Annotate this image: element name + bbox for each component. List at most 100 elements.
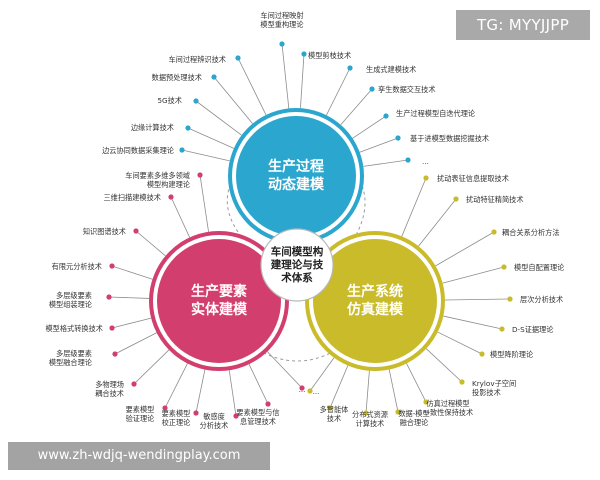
technology-label-line: 仿真过程模型	[426, 399, 469, 408]
technology-label: 层次分析技术	[520, 295, 563, 304]
spoke-line	[108, 296, 150, 299]
technology-label: 基于进模型数据挖掘技术	[410, 134, 489, 143]
spoke-line	[135, 230, 166, 257]
technology-label: 孪生数据交互技术	[378, 85, 436, 94]
hub-title: 生产系统仿真建模	[347, 283, 404, 318]
spoke-dot	[491, 229, 497, 235]
technology-label: 有限元分析技术	[52, 262, 102, 271]
spoke-dot	[459, 379, 465, 385]
technology-label: 仿真过程模型一致性保持技术	[423, 399, 473, 417]
technology-label-line: 多层级要素	[56, 291, 92, 300]
technology-label: 生成式建模技术	[366, 65, 416, 74]
spoke-line	[237, 57, 267, 116]
spoke-line	[248, 364, 269, 405]
technology-label: 数据-模型融合理论	[398, 409, 429, 427]
spoke-dot	[193, 98, 199, 104]
technology-label: 知识图谱技术	[83, 227, 126, 236]
technology-label-line: 数据预处理技术	[152, 73, 202, 82]
technology-label: 生产过程模型自迭代理论	[396, 109, 476, 118]
technology-label: D-S证据理论	[512, 325, 554, 334]
technology-label: 模型自配置理论	[514, 263, 565, 272]
technology-label-line: 基于进模型数据挖掘技术	[410, 134, 489, 143]
spoke-dot	[197, 172, 203, 178]
technology-label: 分布式资源计算技术	[352, 410, 388, 428]
technology-label-line: 计算技术	[356, 419, 385, 428]
hub-title: 生产过程动态建模	[268, 158, 325, 193]
technology-label: 车间要素多维多领域模型构建理论	[125, 171, 191, 189]
technology-label: 车间过程映射模型重构理论	[260, 11, 304, 29]
technology-label: ...	[422, 157, 429, 166]
technology-label-line: 模型组装理论	[49, 300, 93, 309]
spoke-line	[406, 363, 427, 403]
technology-label-line: 孪生数据交互技术	[378, 85, 436, 94]
spoke-dot	[168, 194, 174, 200]
spoke-dot	[453, 196, 459, 202]
technology-label-line: 车间过程映射	[260, 11, 303, 20]
spoke-dot	[235, 55, 241, 61]
technology-label-line: 要素模型	[126, 405, 155, 414]
technology-label-line: 耦合技术	[95, 389, 124, 398]
technology-label-line: 有限元分析技术	[52, 262, 102, 271]
spoke-line	[195, 369, 206, 414]
technology-label-line: Krylov子空间	[472, 379, 516, 388]
center-title-line: 术体系	[280, 271, 313, 284]
technology-label-line: 分析技术	[200, 421, 229, 430]
technology-label: 三维扫描建模技术	[103, 193, 161, 202]
technology-label-line: 验证理论	[126, 414, 156, 423]
technology-label-line: ...	[422, 157, 429, 166]
technology-label-line: 生产过程模型自迭代理论	[396, 109, 476, 118]
technology-label-line: 息管理技术	[240, 417, 276, 426]
spoke-line	[437, 331, 483, 355]
technology-label-line: 生成式建模技术	[366, 65, 416, 74]
spoke-line	[164, 363, 188, 409]
technology-label-line: 敏感度	[203, 412, 225, 421]
spoke-line	[444, 298, 511, 301]
technology-label-line: 分布式资源	[352, 410, 388, 419]
center-title: 车间模型构建理论与技术体系	[270, 245, 324, 284]
spoke-line	[352, 115, 387, 139]
watermark-tag: TG: MYYJJPP	[456, 10, 590, 40]
spoke-dot	[109, 263, 115, 269]
spoke-line	[170, 196, 191, 238]
center-title-line: 车间模型构	[271, 245, 324, 258]
technology-label-line: 模型自配置理论	[514, 263, 565, 272]
spoke-dot	[347, 65, 353, 71]
spoke-line	[133, 349, 170, 385]
technology-label-line: 一致性保持技术	[423, 408, 473, 417]
spoke-line	[309, 357, 335, 392]
technology-label-line: 模型融合理论	[49, 358, 93, 367]
label-layer: 车间过程映射模型重构理论模型剪枝技术生成式建模技术孪生数据交互技术生产过程模型自…	[45, 11, 565, 430]
watermark-url: www.zh-wdjq-wendingplay.com	[8, 442, 270, 470]
technology-label: ...	[299, 385, 306, 394]
technology-label-line: 边云协同数据采集理论	[102, 146, 175, 155]
spoke-dot	[501, 264, 507, 270]
connector-layer	[106, 41, 513, 419]
spoke-line	[187, 127, 235, 149]
technology-label-line: 车间过程辨识技术	[168, 55, 226, 64]
spoke-line	[418, 198, 457, 247]
spoke-dot	[395, 135, 401, 141]
technology-label: 多物理场耦合技术	[95, 380, 124, 398]
technology-label-line: 边缘计算技术	[131, 123, 174, 132]
spoke-dot	[162, 405, 168, 411]
spoke-line	[363, 159, 409, 167]
technology-label-line: 多层级要素	[56, 349, 92, 358]
spoke-dot	[211, 74, 217, 80]
technology-label: 车间过程辨识技术	[168, 55, 226, 64]
spoke-dot	[109, 325, 115, 331]
hub-title-line: 生产过程	[268, 158, 324, 175]
technology-label-line: 层次分析技术	[520, 295, 563, 304]
spoke-line	[281, 43, 290, 109]
spoke-line	[340, 88, 373, 126]
technology-label-line: 知识图谱技术	[83, 227, 126, 236]
spoke-dot	[279, 41, 285, 47]
technology-label-line: 投影技术	[472, 388, 501, 397]
spoke-line	[114, 332, 157, 355]
spoke-line	[300, 53, 305, 109]
technology-label-line: 5G技术	[157, 96, 182, 105]
technology-label: 要素模型验证理论	[126, 405, 156, 423]
spoke-line	[111, 265, 153, 280]
technology-label-line: 三维扫描建模技术	[103, 193, 161, 202]
